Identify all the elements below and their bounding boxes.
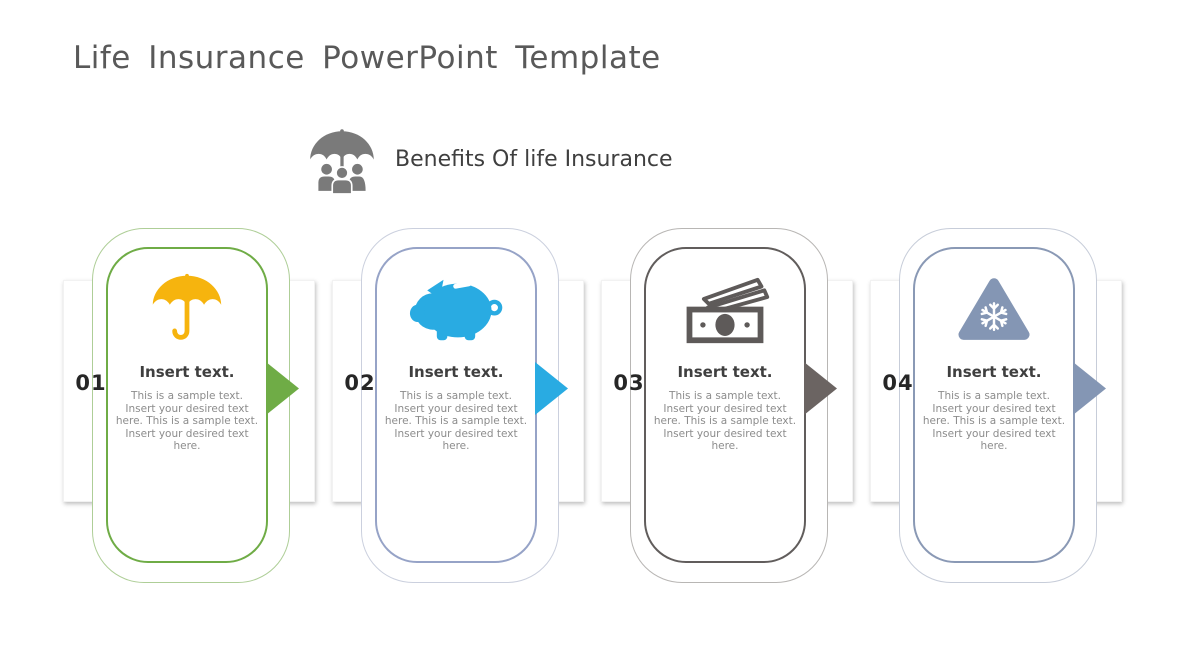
card-title[interactable]: Insert text. [946, 363, 1042, 381]
card-body-text[interactable]: This is a sample text. Insert your desir… [653, 390, 797, 452]
section-header: Benefits Of life Insurance [303, 118, 673, 200]
card-title[interactable]: Insert text. [677, 363, 773, 381]
benefit-card-2: 02 Insert text. This is a sample text. I… [332, 220, 584, 595]
section-header-label[interactable]: Benefits Of life Insurance [395, 146, 673, 172]
benefit-card-4: 04 Insert text. This is a sample text. I… [870, 220, 1122, 595]
arrow-right-icon [804, 362, 837, 415]
step-number-2[interactable]: 02 [344, 371, 376, 395]
card-3[interactable]: Insert text. This is a sample text. Inse… [644, 247, 806, 563]
step-number-1[interactable]: 01 [75, 371, 107, 395]
arrow-right-icon [266, 362, 299, 415]
card-body-text[interactable]: This is a sample text. Insert your desir… [922, 390, 1066, 452]
arrow-right-icon [535, 362, 568, 415]
arrow-right-icon [1073, 362, 1106, 415]
umbrella-family-icon [303, 119, 381, 199]
snowflake-triangle-icon [954, 265, 1034, 355]
benefit-card-3: 03 Insert text. This is a sample text. I… [601, 220, 853, 595]
slide-title[interactable]: Life Insurance PowerPoint Template [73, 40, 661, 76]
benefit-card-1: 01 Insert text. This is a sample text. I… [63, 220, 315, 595]
card-1[interactable]: Insert text. This is a sample text. Inse… [106, 247, 268, 563]
banknotes-icon [677, 265, 773, 355]
card-4[interactable]: Insert text. This is a sample text. Inse… [913, 247, 1075, 563]
step-number-3[interactable]: 03 [613, 371, 645, 395]
card-body-text[interactable]: This is a sample text. Insert your desir… [115, 390, 259, 452]
card-body-text[interactable]: This is a sample text. Insert your desir… [384, 390, 528, 452]
card-2[interactable]: Insert text. This is a sample text. Inse… [375, 247, 537, 563]
step-number-4[interactable]: 04 [882, 371, 914, 395]
umbrella-icon [143, 265, 231, 355]
card-title[interactable]: Insert text. [408, 363, 504, 381]
piggy-bank-icon [408, 265, 504, 355]
card-title[interactable]: Insert text. [139, 363, 235, 381]
